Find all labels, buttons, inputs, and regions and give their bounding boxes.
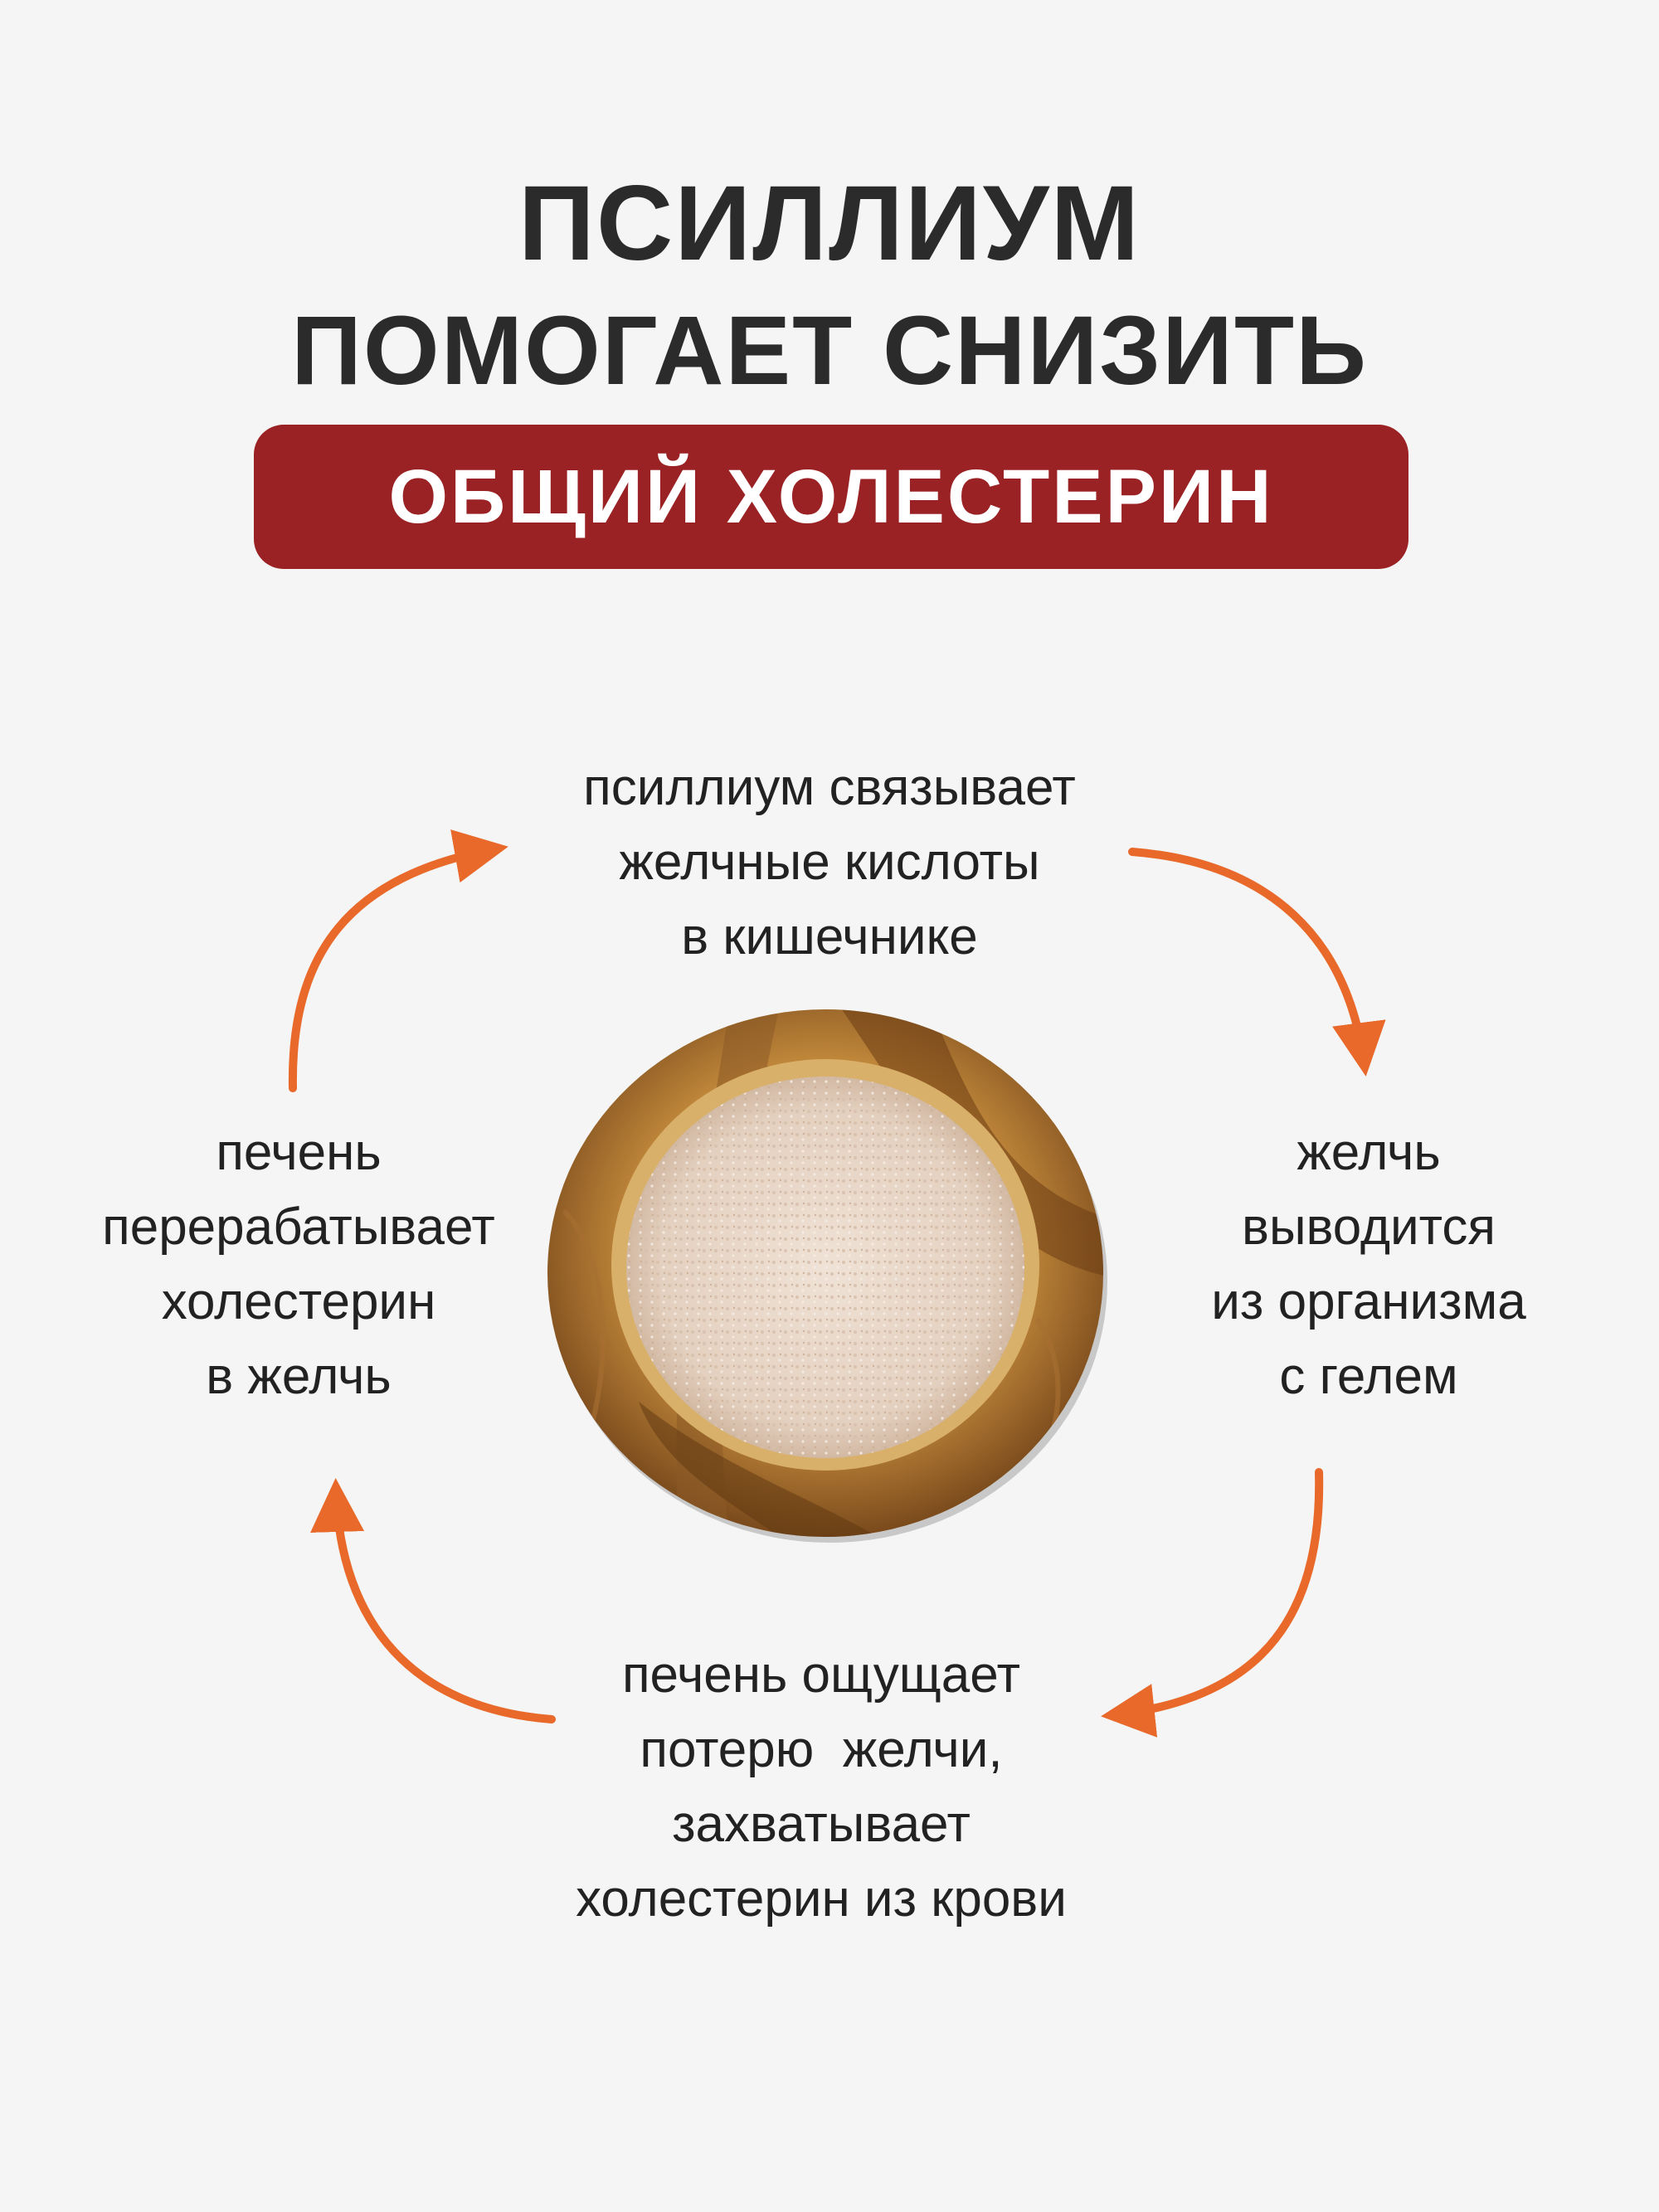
- page-title-line-2: ПОМОГАЕТ СНИЗИТЬ: [291, 296, 1368, 406]
- step-line: захватывает: [672, 1796, 971, 1853]
- step-line: с гелем: [1279, 1348, 1458, 1405]
- step-line: перерабатывает: [102, 1198, 495, 1256]
- psyllium-bowl-icon: [547, 1009, 1107, 1543]
- step-line: в желчь: [206, 1348, 392, 1405]
- page-title-line-1: ПСИЛЛИУМ: [518, 164, 1141, 283]
- step-line: холестерин из крови: [576, 1870, 1067, 1928]
- step-line: псиллиум связывает: [583, 759, 1076, 816]
- arrow-bottom-left: [310, 1478, 556, 1723]
- step-line: в кишечнике: [681, 908, 978, 965]
- step-line: выводится: [1242, 1198, 1496, 1256]
- step-bind-bile-acids: псиллиум связывает желчные кислоты в киш…: [456, 751, 1203, 975]
- arrow-bottom-right: [1101, 1468, 1324, 1738]
- step-bile-excreted: желчь выводится из организма с гелем: [1112, 1116, 1626, 1414]
- arrow-top-right: [1128, 848, 1386, 1077]
- highlight-text: ОБЩИЙ ХОЛЕСТЕРИН: [388, 454, 1274, 539]
- step-line: желчь: [1297, 1124, 1441, 1181]
- step-line: печень: [216, 1124, 382, 1181]
- arrow-top-left: [288, 829, 508, 1092]
- step-line: из организма: [1211, 1273, 1526, 1330]
- step-line: потерю желчи,: [640, 1721, 1003, 1778]
- step-line: печень ощущает: [621, 1646, 1021, 1704]
- step-line: холестерин: [161, 1273, 436, 1330]
- step-liver-captures-cholesterol: печень ощущает потерю желчи, захватывает…: [448, 1638, 1194, 1937]
- step-liver-processes-cholesterol: печень перерабатывает холестерин в желчь: [17, 1116, 581, 1414]
- step-line: желчные кислоты: [619, 834, 1040, 891]
- highlight-banner: ОБЩИЙ ХОЛЕСТЕРИН: [254, 425, 1408, 569]
